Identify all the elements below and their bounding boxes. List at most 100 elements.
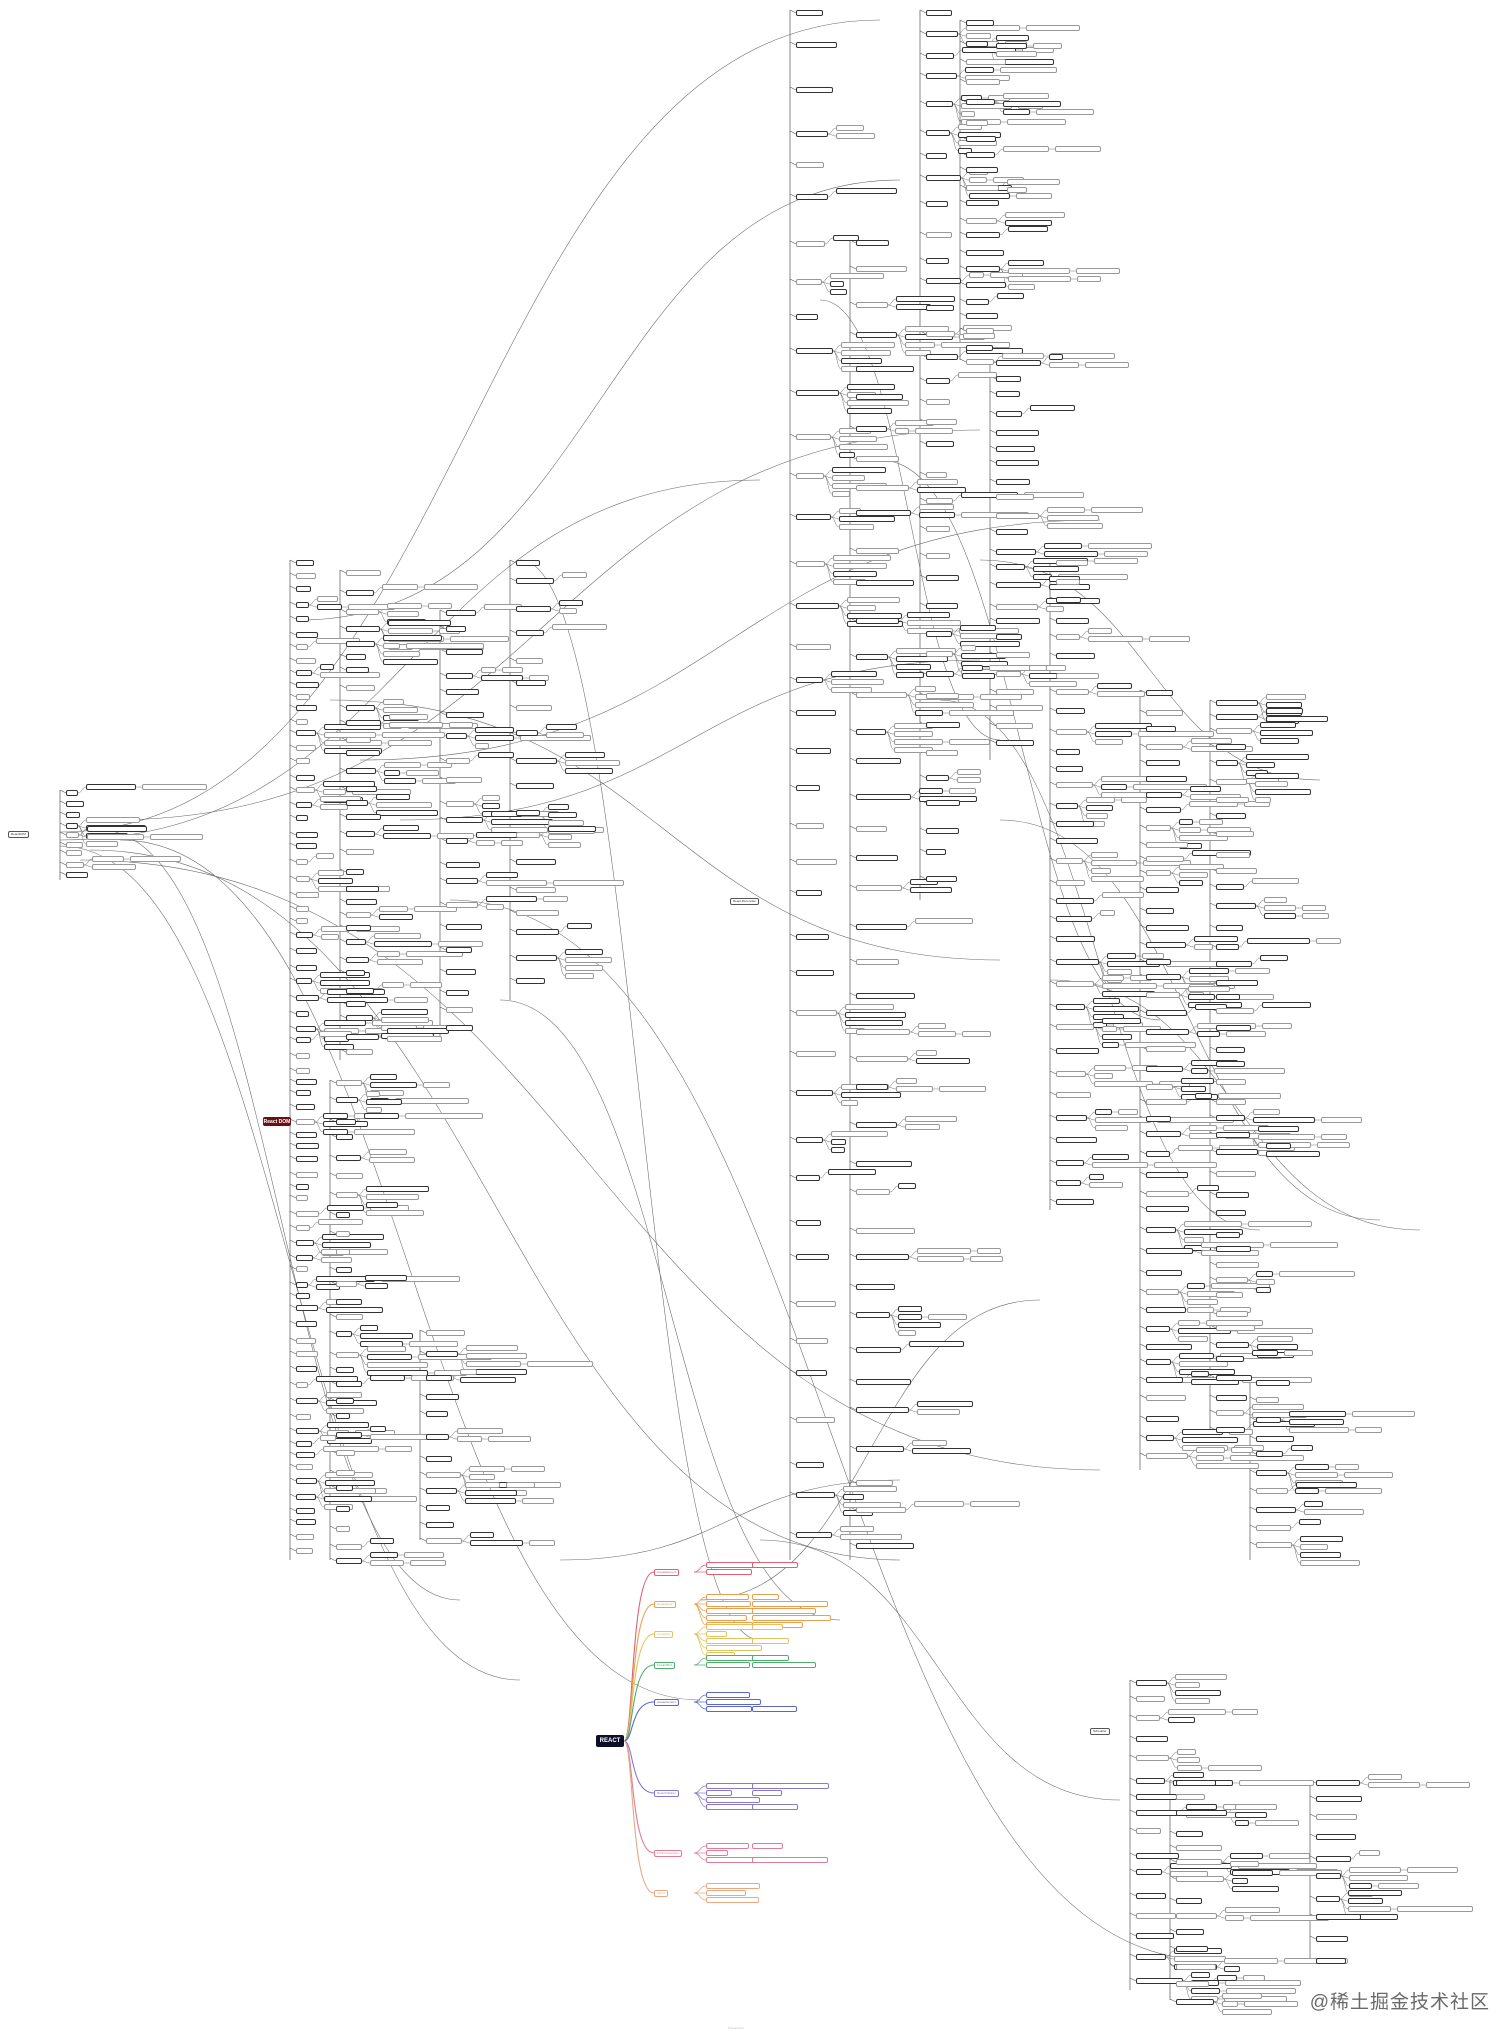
topic-node[interactable] [296,832,318,838]
topic-node[interactable] [296,775,315,781]
topic-node[interactable] [488,1436,531,1442]
topic-node[interactable] [1316,1896,1340,1902]
topic-node[interactable] [446,689,479,695]
topic-node[interactable] [1003,109,1030,115]
topic-node[interactable] [1008,268,1070,274]
topic-node[interactable] [706,1790,732,1796]
topic-node[interactable] [1189,801,1238,807]
topic-node[interactable] [957,777,981,783]
topic-node[interactable] [1086,813,1108,819]
topic-node[interactable] [831,1131,888,1137]
topic-node[interactable] [1216,1149,1258,1155]
topic-node[interactable] [516,630,544,636]
topic-node[interactable] [1359,1850,1380,1856]
topic-node[interactable] [446,902,478,908]
topic-node[interactable] [1253,1109,1280,1115]
topic-node[interactable] [482,795,500,801]
topic-node[interactable] [516,680,546,686]
topic-node[interactable] [1216,760,1238,766]
topic-node[interactable] [1235,1804,1277,1810]
topic-node[interactable] [1348,1898,1383,1904]
topic-node[interactable] [486,904,504,910]
topic-node[interactable] [516,578,554,584]
topic-node[interactable] [327,1438,372,1444]
topic-node[interactable] [379,906,408,912]
topic-node[interactable] [896,656,948,662]
topic-node[interactable] [856,855,898,861]
topic-node[interactable] [926,278,961,284]
topic-node[interactable] [426,1522,454,1528]
topic-node[interactable] [1056,782,1093,788]
topic-node[interactable] [1094,1065,1126,1071]
topic-node[interactable] [323,1113,348,1119]
topic-node[interactable] [1237,1328,1313,1334]
topic-node[interactable] [926,53,954,59]
topic-node[interactable] [1138,731,1214,737]
topic-node[interactable] [446,838,468,844]
topic-node[interactable] [1176,1859,1222,1865]
topic-node[interactable] [856,1312,890,1318]
topic-node[interactable] [296,1428,319,1434]
topic-node[interactable] [856,456,899,462]
topic-node[interactable] [446,1025,473,1031]
topic-node[interactable] [1056,653,1095,659]
topic-node[interactable] [996,513,1039,519]
topic-node[interactable] [1056,618,1089,624]
topic-node[interactable] [910,879,938,885]
topic-node[interactable] [476,832,520,838]
topic-node[interactable] [1176,1794,1205,1800]
topic-node[interactable] [446,626,466,632]
topic-node[interactable] [1232,1878,1248,1884]
topic-node[interactable] [381,1017,429,1023]
topic-node[interactable] [66,812,80,818]
topic-node[interactable] [1222,2001,1238,2007]
topic-node[interactable] [296,758,310,764]
topic-node[interactable] [839,452,855,458]
topic-node[interactable] [370,1552,398,1558]
topic-node[interactable] [1091,507,1143,513]
topic-node[interactable] [548,812,577,818]
topic-node[interactable] [1300,1560,1360,1566]
topic-node[interactable] [296,1382,308,1388]
topic-node[interactable] [1033,566,1079,572]
topic-node[interactable] [836,133,875,139]
topic-node[interactable] [962,1031,991,1037]
topic-node[interactable] [1255,1820,1299,1826]
topic-node[interactable] [457,1436,482,1442]
topic-node[interactable] [856,993,915,999]
topic-node[interactable] [847,597,900,603]
topic-node[interactable] [296,859,308,865]
topic-node[interactable] [1091,860,1137,866]
topic-node[interactable] [336,1381,362,1387]
topic-node[interactable] [896,296,955,302]
topic-node[interactable] [1256,1287,1271,1293]
topic-node[interactable] [1196,1455,1224,1461]
topic-node[interactable] [1295,1472,1338,1478]
topic-node[interactable] [841,358,882,364]
topic-node[interactable] [296,694,310,700]
topic-node[interactable] [66,790,78,796]
topic-node[interactable] [856,729,886,735]
topic-node[interactable] [296,1255,313,1261]
topic-node[interactable] [366,1107,382,1113]
topic-node[interactable] [1146,1270,1182,1276]
topic-node[interactable] [346,737,371,743]
topic-node[interactable] [1178,1145,1213,1151]
topic-node[interactable] [1175,1682,1200,1688]
topic-node[interactable] [1174,1956,1226,1962]
topic-node[interactable] [796,1492,835,1498]
topic-node[interactable] [382,982,404,988]
topic-node[interactable] [1146,1289,1179,1295]
topic-node[interactable] [1316,938,1341,944]
topic-node[interactable] [1257,1336,1293,1342]
topic-node[interactable] [1316,1814,1357,1820]
topic-node[interactable] [1136,1680,1167,1686]
topic-node[interactable] [919,512,955,518]
topic-node[interactable] [960,625,996,631]
topic-node[interactable] [706,1699,761,1705]
topic-node[interactable] [796,1254,829,1260]
topic-node[interactable] [856,618,899,624]
topic-node[interactable] [1239,1780,1314,1786]
topic-node[interactable] [1246,762,1275,768]
topic-node[interactable] [388,620,451,626]
